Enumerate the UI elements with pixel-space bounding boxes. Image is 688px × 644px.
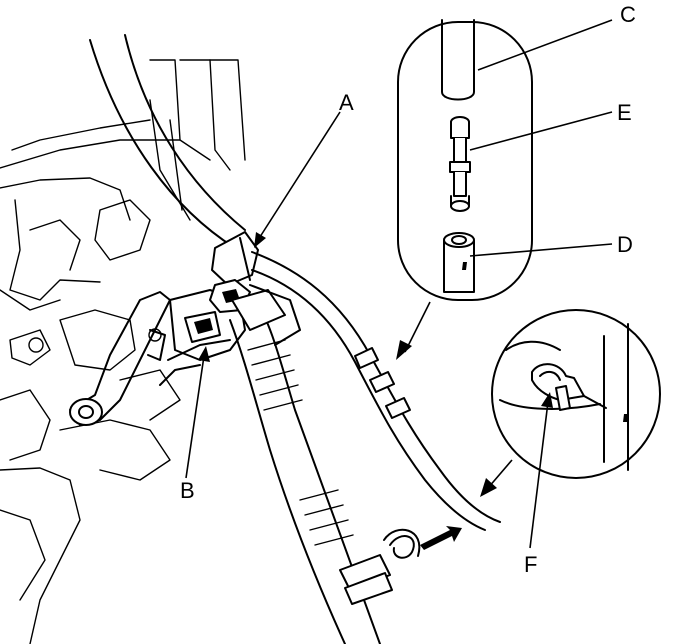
connector-detail-inset [397,19,533,301]
removable-clip [383,526,462,559]
callout-f: F [524,552,537,577]
engine-bay-background [0,59,246,644]
hose-clamp-a [209,231,259,313]
callout-b: B [180,478,195,503]
callout-labels: A B C D E F [180,2,636,577]
callout-e: E [617,100,632,125]
upper-curved-hose [89,34,246,249]
callout-d: D [617,232,633,257]
detail-arrows [396,301,513,497]
breather-hose [251,251,501,531]
callout-c: C [620,2,636,27]
clip-detail-inset [491,309,661,479]
mounting-bracket [69,291,171,426]
corrugated-hose [229,284,393,644]
callout-a: A [339,90,354,115]
callout-leaders [185,19,613,549]
